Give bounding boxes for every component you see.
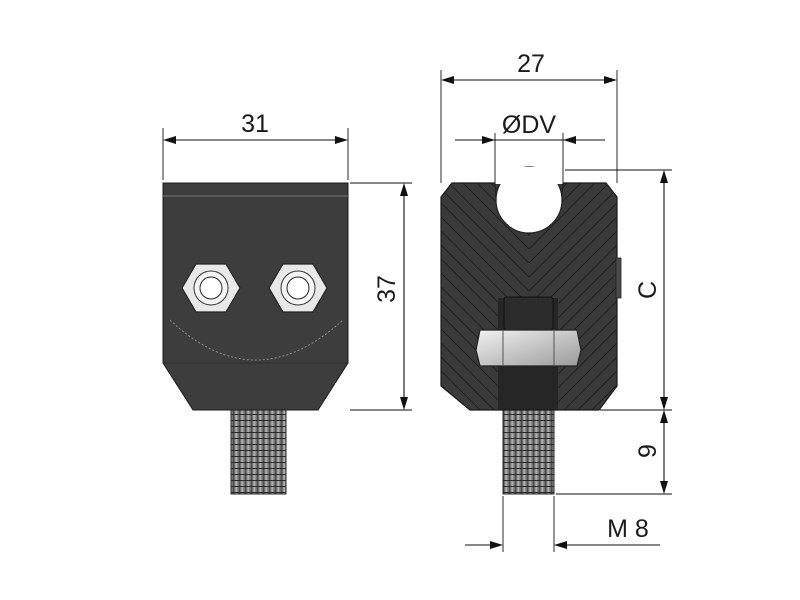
dim-bore-diameter: ØDV [502, 111, 557, 139]
dim-width-front: 31 [241, 110, 269, 138]
dim-height-c: C [634, 281, 662, 299]
socket-screw-head [503, 296, 554, 331]
front-thread-stud [230, 409, 287, 495]
dim-thread-length: 9 [634, 444, 662, 458]
dim-thread-size: M 8 [607, 515, 649, 543]
front-shoulder-curve [169, 319, 344, 361]
right-screw-head-icon [268, 263, 328, 313]
hex-nut-icon [475, 329, 582, 367]
side-body-outline [440, 182, 618, 411]
side-view: 27 ØDV C 9 M 8 [440, 50, 672, 552]
dim-width-side: 27 [517, 50, 545, 78]
dim-height-front: 37 [373, 275, 401, 303]
front-view: 31 37 [162, 110, 412, 495]
left-screw-head-icon [181, 263, 241, 313]
